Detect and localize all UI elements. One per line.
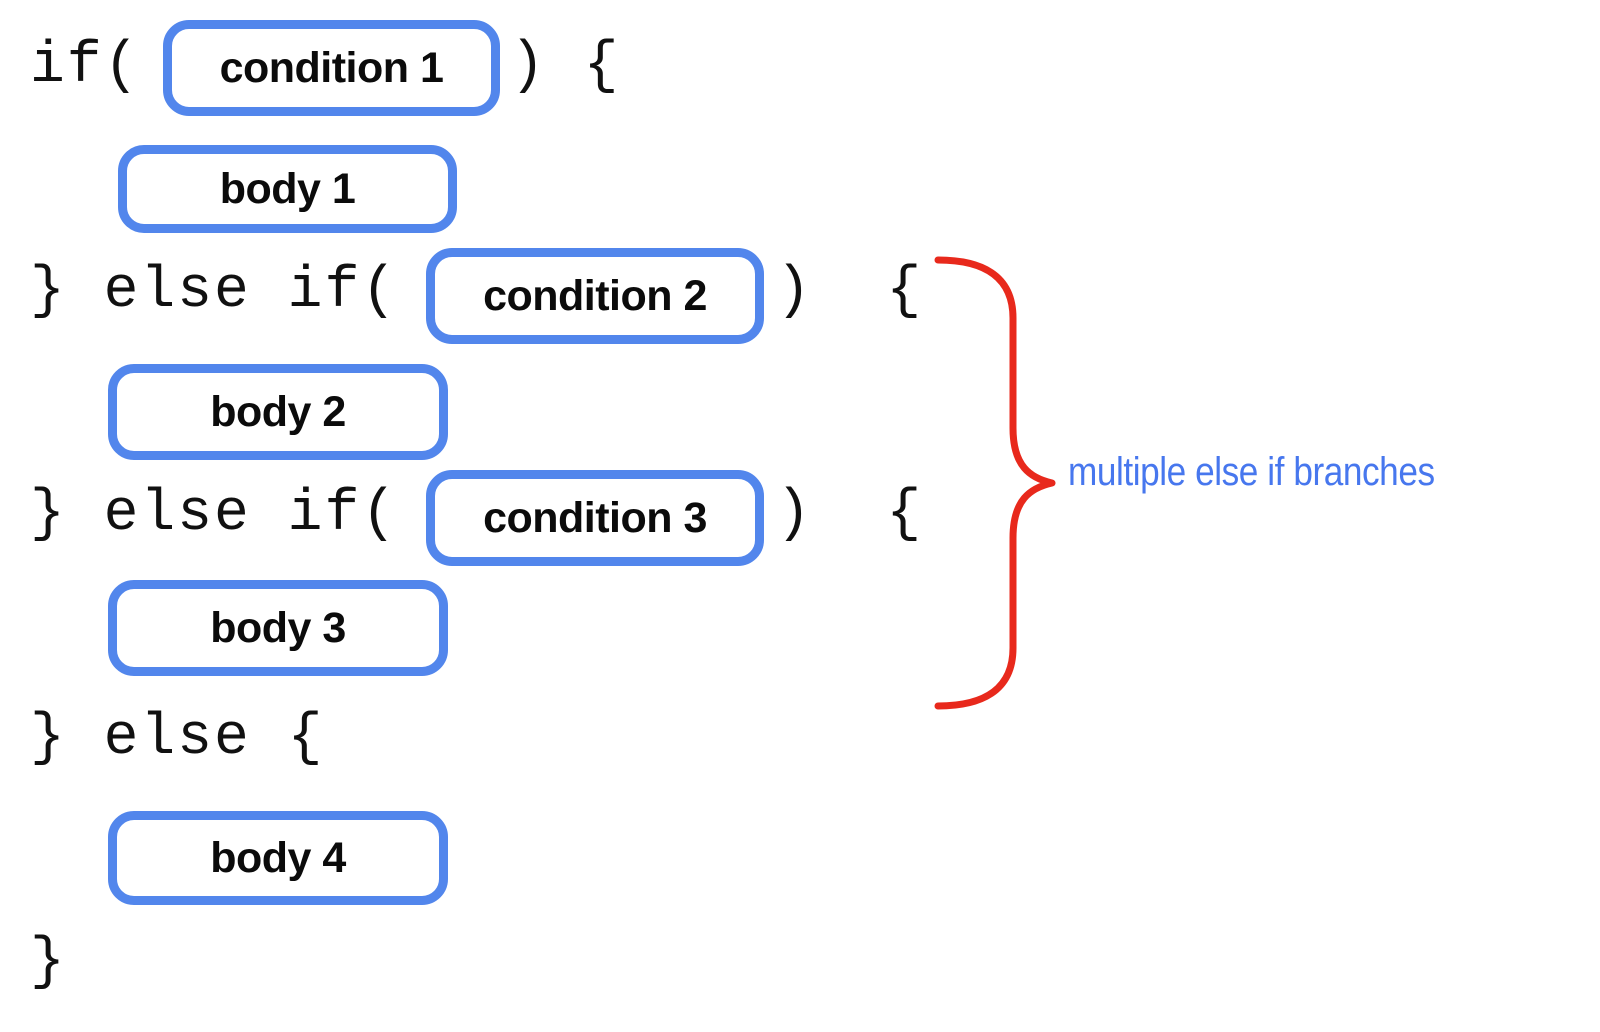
code-elseif-2-close: ) { [776, 259, 924, 324]
code-elseif-3-close: ) { [776, 482, 924, 547]
curly-brace-right-icon [934, 256, 1056, 710]
condition-3-box[interactable]: condition 3 [426, 470, 764, 566]
body-2-label: body 2 [210, 387, 346, 436]
body-2-box[interactable]: body 2 [108, 364, 448, 460]
condition-2-label: condition 2 [483, 271, 707, 320]
body-3-label: body 3 [210, 603, 346, 652]
annotation-label: multiple else if branches [1068, 450, 1435, 494]
body-1-label: body 1 [219, 164, 356, 213]
body-4-box[interactable]: body 4 [108, 811, 448, 905]
code-if-close: ) { [510, 34, 621, 99]
code-else-open: } else { [30, 706, 325, 771]
condition-1-label: condition 1 [219, 43, 444, 92]
body-1-box[interactable]: body 1 [118, 145, 457, 233]
code-elseif-3-open: } else if( [30, 482, 399, 547]
condition-3-label: condition 3 [483, 493, 707, 542]
condition-1-box[interactable]: condition 1 [163, 20, 500, 116]
body-3-box[interactable]: body 3 [108, 580, 448, 676]
body-4-label: body 4 [210, 833, 346, 882]
code-elseif-2-open: } else if( [30, 259, 399, 324]
code-block-end: } [30, 930, 67, 995]
code-if-open: if( [30, 34, 141, 99]
condition-2-box[interactable]: condition 2 [426, 248, 764, 344]
